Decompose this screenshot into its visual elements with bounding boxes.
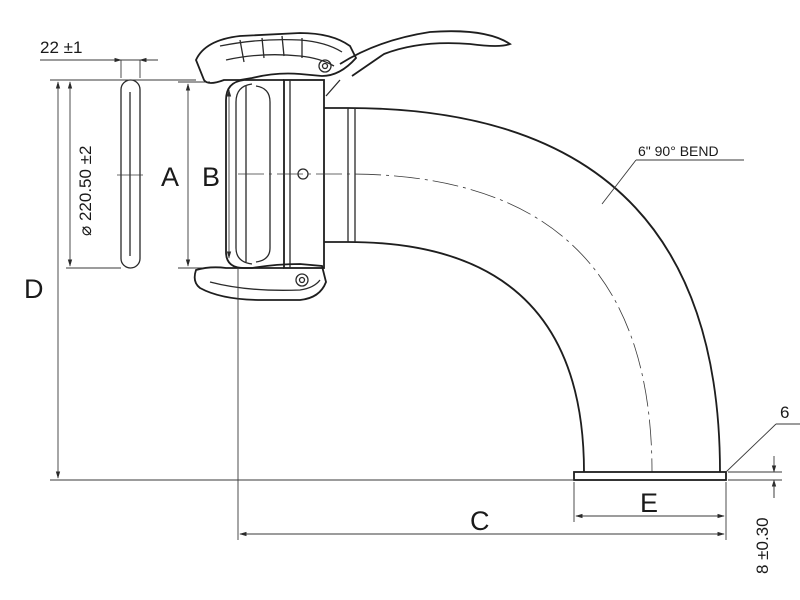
gasket-width-dimension [40, 57, 158, 78]
dimension-e [573, 482, 725, 522]
upper-locking-lever [195, 30, 512, 97]
dimension-c [237, 268, 727, 540]
bottom-flange [573, 471, 727, 481]
pipe-bend [324, 107, 721, 473]
gasket-diameter-label: ⌀ 220.50 ±2 [76, 146, 95, 236]
dimension-b-label: B [202, 162, 220, 192]
dimension-d-label: D [24, 274, 44, 304]
dimension-c-label: C [470, 506, 490, 536]
bend-label: 6" 90° BEND [638, 143, 719, 159]
flange-thickness-label: 8 ±0.30 [753, 517, 772, 574]
bend-leader [601, 159, 637, 205]
dimension-d [50, 79, 574, 481]
flange-thickness-dimension [728, 456, 782, 498]
gasket-width-label: 22 ±1 [40, 38, 82, 57]
lower-locking-lever [193, 263, 327, 301]
gasket-outline [120, 79, 141, 269]
corner-note-label: 6 [780, 403, 789, 422]
dimension-e-label: E [640, 488, 658, 518]
dimension-a-label: A [161, 162, 179, 192]
pipe-centerline [238, 173, 653, 473]
corner-note-leader [725, 423, 777, 473]
